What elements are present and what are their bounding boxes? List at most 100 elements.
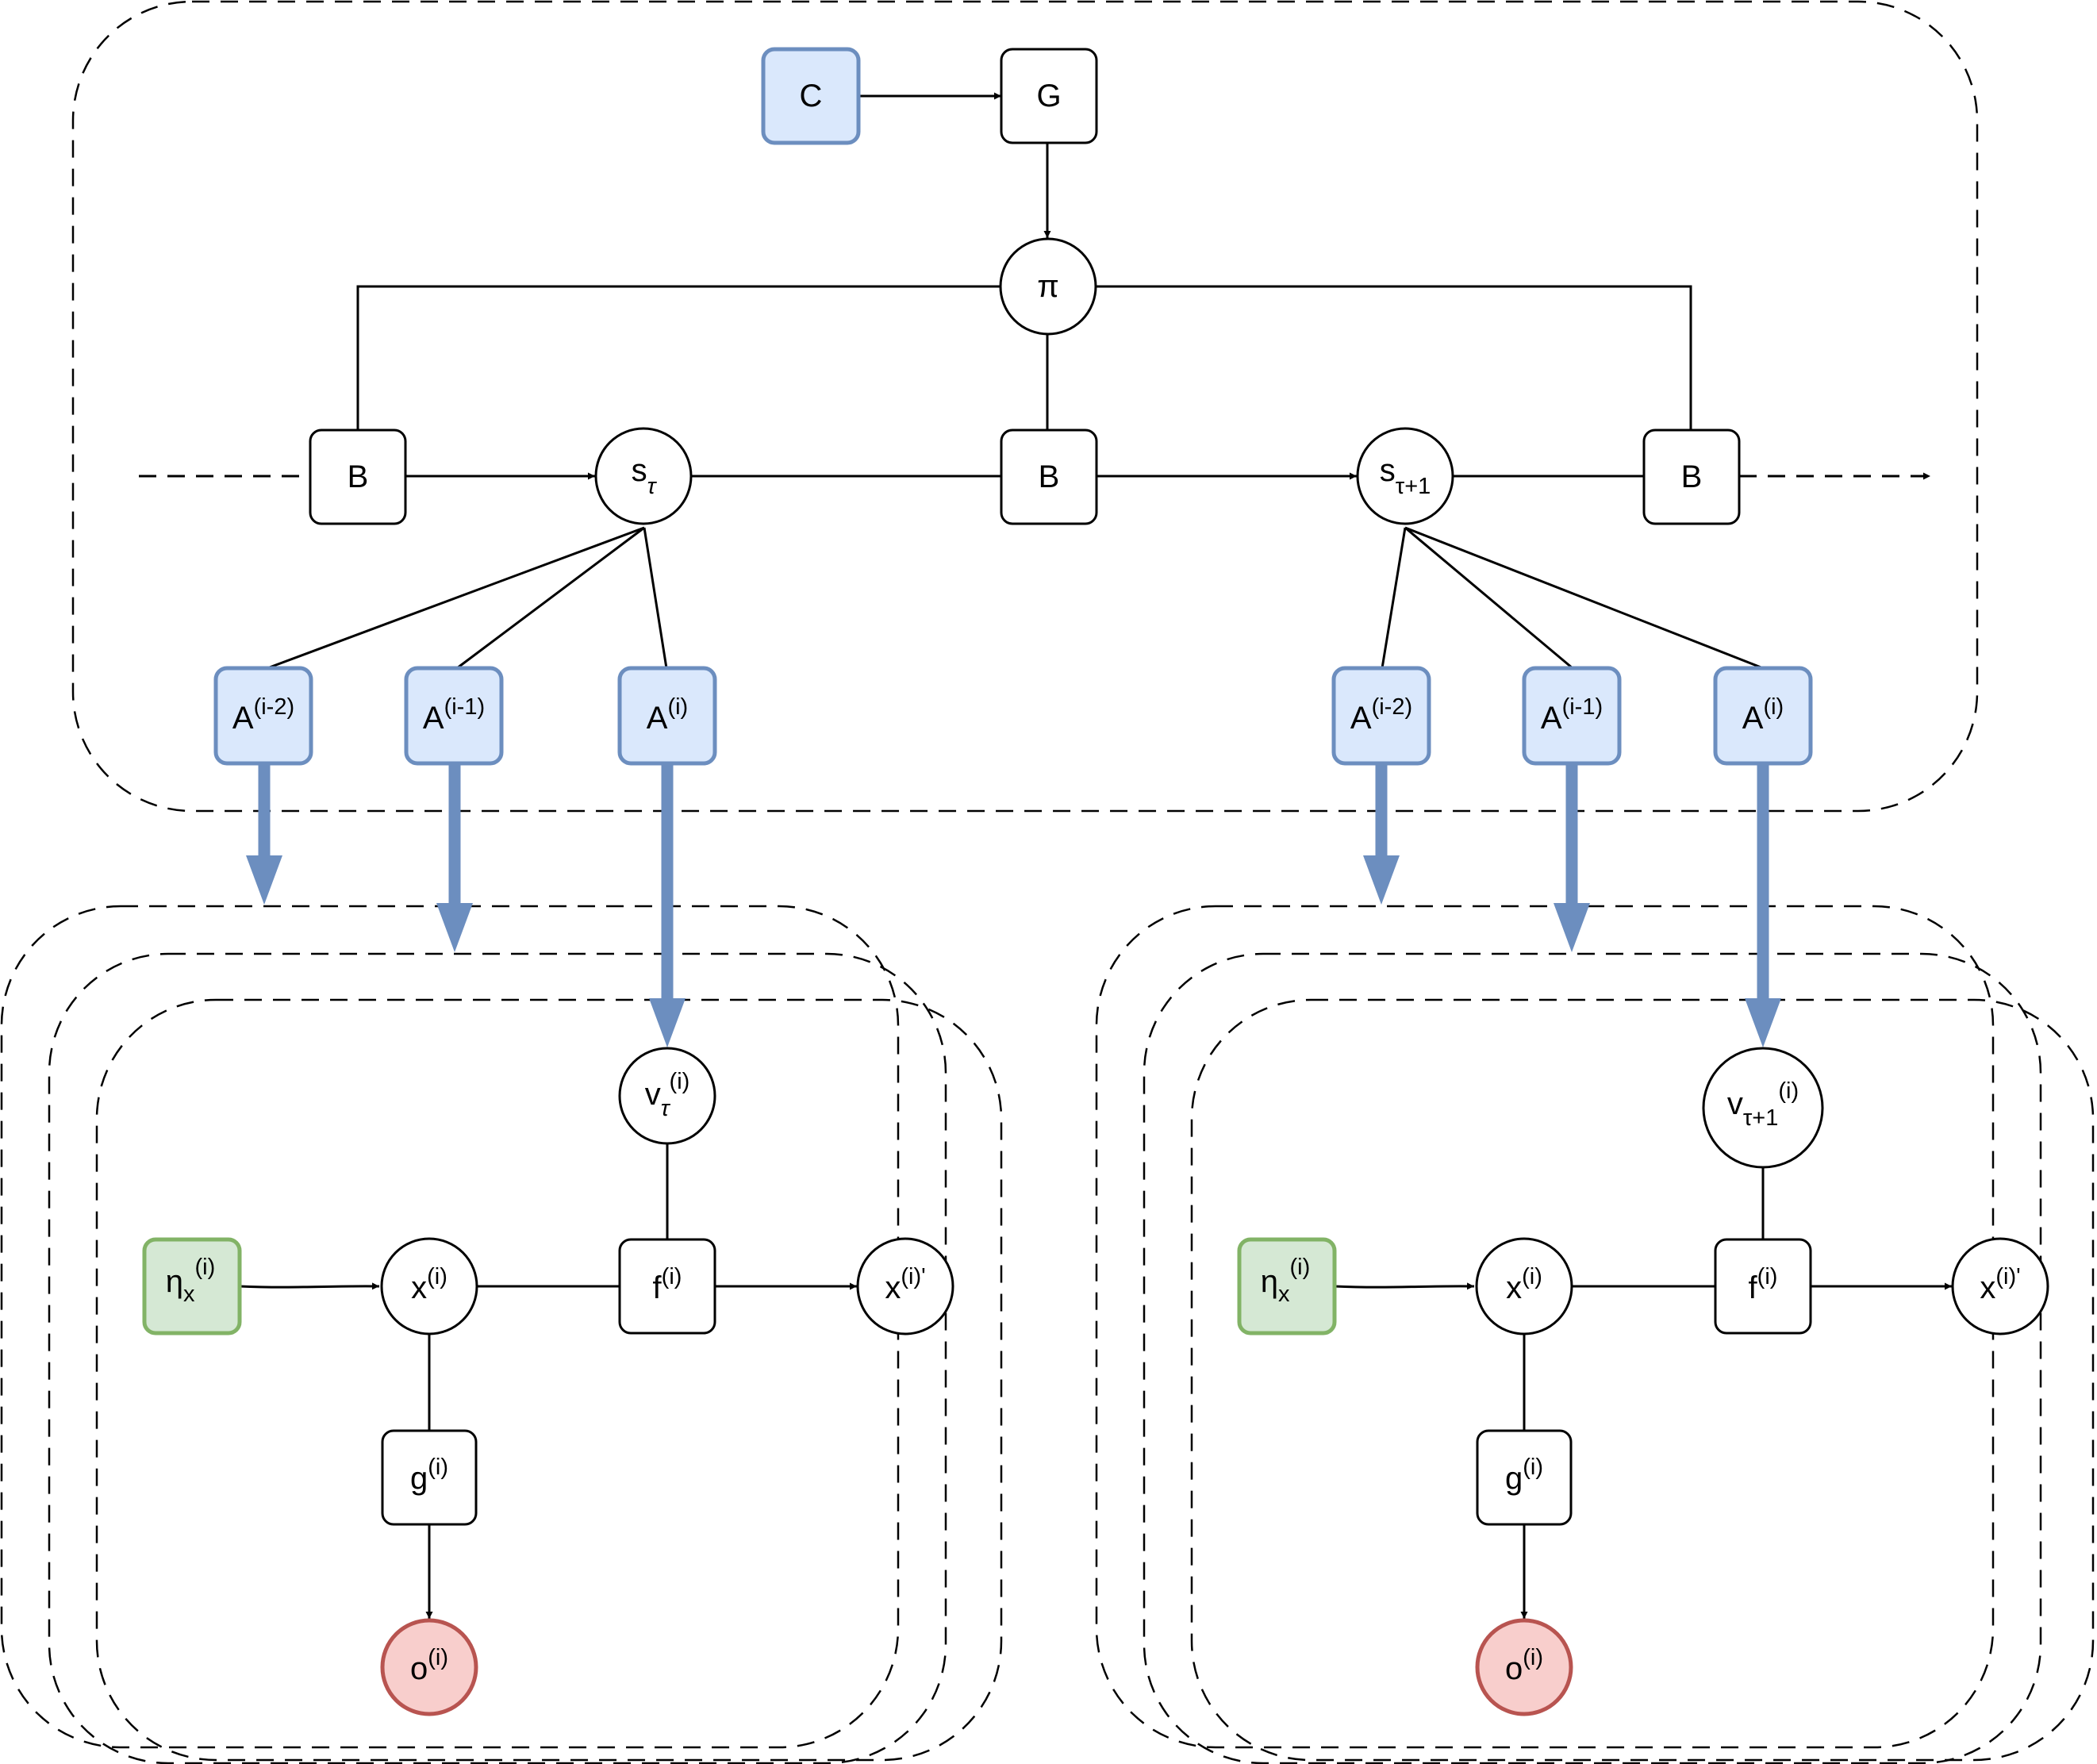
node-b-left[interactable]: B	[309, 429, 407, 525]
node-a-im2-left[interactable]: A(i-2)	[213, 666, 313, 766]
node-g-i-left[interactable]: g(i)	[381, 1429, 478, 1526]
node-a-i-left[interactable]: A(i)	[617, 666, 717, 766]
node-a-im2-left-base: A	[232, 701, 254, 736]
node-a-im1-right-base: A	[1541, 701, 1562, 736]
node-f-right[interactable]: f(i)	[1714, 1238, 1812, 1335]
node-eta-left-shape	[142, 1237, 242, 1335]
node-b-right-label: B	[1681, 459, 1703, 494]
thick-arrow-head-a-im1-left	[436, 903, 473, 952]
nodes: C G π B B B sτ	[142, 47, 2049, 1716]
node-g-label: G	[1036, 79, 1061, 113]
thick-arrow-head-a-im2-left	[246, 855, 282, 905]
node-xp-right[interactable]: x(i)'	[1951, 1237, 2049, 1335]
node-a-i-left-base: A	[647, 701, 668, 736]
node-c-base: C	[800, 79, 823, 113]
node-pi-base: π	[1037, 269, 1059, 304]
node-o-left-sup: (i)	[428, 1645, 448, 1670]
node-b-left-shape	[309, 429, 407, 525]
node-f-left[interactable]: f(i)	[618, 1238, 716, 1335]
node-pi-label: π	[1037, 269, 1059, 304]
node-s-tau[interactable]: sτ	[594, 427, 693, 525]
edge-eta-x-left	[239, 1282, 380, 1290]
node-s-tau-shape	[594, 427, 693, 525]
node-pi[interactable]: π	[999, 237, 1097, 336]
node-g-shape	[1000, 48, 1098, 144]
node-g-i-right-base: g	[1505, 1461, 1523, 1496]
node-s-tau1[interactable]: sτ+1	[1356, 427, 1454, 525]
thick-arrow-head-a-im1-right	[1554, 903, 1590, 952]
node-xp-right-shape	[1951, 1237, 2049, 1335]
edge-s-tau1-a-im1	[1404, 526, 1573, 670]
node-g-i-left-base: g	[410, 1461, 428, 1496]
node-o-right[interactable]: o(i)	[1475, 1618, 1573, 1716]
node-eta-left[interactable]: ηx(i)	[142, 1237, 242, 1335]
node-f-left-shape	[618, 1238, 716, 1335]
node-x-right-base: x	[1506, 1270, 1522, 1305]
node-g-i-right-shape	[1476, 1429, 1573, 1526]
node-g-i-right[interactable]: g(i)	[1476, 1429, 1573, 1526]
node-o-left[interactable]: o(i)	[380, 1618, 478, 1716]
lower-right-plate-front	[1190, 998, 2095, 1762]
node-a-im1-left[interactable]: A(i-1)	[404, 666, 504, 766]
edge-s-tau-a-im2	[267, 526, 645, 670]
node-b-right-base: B	[1681, 459, 1703, 494]
node-c-label: C	[800, 79, 823, 113]
node-a-i-right[interactable]: A(i)	[1713, 666, 1813, 766]
node-g-i-left-sup: (i)	[428, 1455, 448, 1480]
node-x-right-sup: (i)	[1522, 1264, 1542, 1289]
lower-left-plate-front	[95, 998, 1003, 1762]
node-a-i-left-label: A(i)	[647, 694, 688, 736]
edge-pi-b-left	[356, 285, 1000, 430]
edge-s-tau1-a-i	[1404, 526, 1764, 670]
node-v-right-sup: (i)	[1778, 1078, 1799, 1104]
node-a-i-left-shape	[617, 666, 717, 766]
node-a-i-left-sup: (i)	[667, 694, 688, 720]
node-g-i-right-label: g(i)	[1505, 1455, 1543, 1496]
node-g-base: G	[1036, 79, 1061, 113]
node-v-right-sub: τ+1	[1743, 1105, 1779, 1131]
node-f-right-shape	[1714, 1238, 1812, 1335]
node-xp-left[interactable]: x(i)'	[856, 1237, 954, 1335]
node-eta-left-base: η	[166, 1264, 183, 1299]
node-a-i-right-shape	[1713, 666, 1813, 766]
node-s-tau-label: sτ	[632, 453, 658, 499]
node-b-right[interactable]: B	[1642, 429, 1741, 525]
node-g-i-left-shape	[381, 1429, 478, 1526]
node-s-tau-sub: τ	[647, 474, 658, 499]
node-b-mid[interactable]: B	[1000, 429, 1098, 525]
edge-s-tau-a-im1	[456, 526, 645, 670]
node-a-im1-right-label: A(i-1)	[1541, 694, 1603, 736]
node-x-left[interactable]: x(i)	[380, 1237, 478, 1335]
node-f-right-label: f(i)	[1749, 1264, 1778, 1305]
node-eta-right-shape	[1237, 1237, 1337, 1335]
node-x-right-shape	[1475, 1237, 1573, 1335]
node-b-mid-shape	[1000, 429, 1098, 525]
node-o-left-label: o(i)	[410, 1645, 448, 1686]
node-x-right[interactable]: x(i)	[1475, 1237, 1573, 1335]
node-v-left-shape	[618, 1047, 716, 1145]
edge-pi-b-right	[1095, 285, 1692, 430]
node-g-i-left-label: g(i)	[410, 1455, 448, 1496]
node-v-left-label: vτ(i)	[645, 1069, 690, 1121]
node-v-left[interactable]: vτ(i)	[618, 1047, 716, 1145]
node-a-im1-right[interactable]: A(i-1)	[1522, 666, 1622, 766]
node-v-right[interactable]: vτ+1(i)	[1702, 1047, 1824, 1169]
edge-s-tau-a-i	[643, 527, 668, 669]
node-v-right-base: v	[1727, 1086, 1743, 1121]
node-eta-right-base: η	[1261, 1264, 1278, 1299]
node-xp-left-base: x	[885, 1270, 901, 1305]
node-c[interactable]: C	[761, 47, 861, 145]
node-a-im2-left-shape	[213, 666, 313, 766]
node-s-tau1-sub: τ+1	[1396, 474, 1431, 499]
node-eta-right[interactable]: ηx(i)	[1237, 1237, 1337, 1335]
node-b-right-shape	[1642, 429, 1741, 525]
top-plate	[71, 0, 1979, 813]
edge-eta-x-right	[1334, 1282, 1475, 1290]
node-a-im2-right[interactable]: A(i-2)	[1331, 666, 1431, 766]
node-b-left-label: B	[348, 459, 369, 494]
node-eta-right-sub: x	[1278, 1282, 1290, 1307]
node-g[interactable]: G	[1000, 48, 1098, 144]
node-v-left-sup: (i)	[670, 1069, 690, 1094]
